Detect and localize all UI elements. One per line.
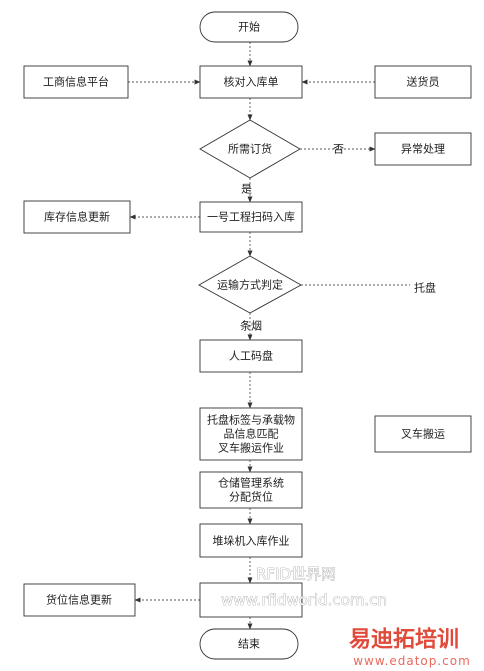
watermark-line1: RFID世界网	[256, 565, 336, 583]
check-label: 核对入库单	[224, 75, 279, 89]
location-box	[23, 583, 136, 617]
courier-label: 送货员	[407, 75, 440, 89]
check-box	[199, 65, 303, 99]
decision2-label: 运输方式判定	[217, 278, 283, 292]
forklift-label: 叉车搬运	[401, 427, 445, 441]
wms-box	[199, 471, 303, 509]
cigarette-option-label: 条烟	[240, 319, 262, 333]
watermark-line2: www.rfidworld.com.cn	[221, 591, 387, 609]
pallet-label-line3: 叉车搬运作业	[218, 441, 284, 455]
watermark-brand: 易迪拓培训	[349, 627, 459, 653]
start-terminal	[199, 11, 299, 43]
inventory-label: 库存信息更新	[44, 210, 110, 224]
bottom-box	[199, 582, 303, 618]
manual-box	[199, 339, 303, 373]
scan-box	[199, 201, 303, 233]
decision1-diamond	[199, 119, 301, 179]
manual-label: 人工码盘	[229, 349, 273, 363]
pallet-label-line1: 托盘标签与承载物	[207, 413, 295, 427]
decision2-diamond	[198, 255, 302, 314]
end-terminal	[199, 628, 299, 660]
location-label: 货位信息更新	[46, 593, 112, 607]
pallet-box	[199, 407, 303, 461]
pallet-option-label: 托盘	[414, 281, 436, 295]
platform-box	[23, 65, 129, 99]
scan-label: 一号工程扫码入库	[207, 211, 295, 224]
watermark-url: www.edatop.com	[353, 654, 471, 668]
stacker-label: 堆垛机入库作业	[213, 534, 290, 548]
exception-label: 异常处理	[401, 143, 445, 156]
exception-box	[374, 132, 472, 166]
yes-label: 是	[241, 183, 252, 196]
wms-label-line2: 分配货位	[229, 490, 273, 504]
stacker-box	[199, 523, 303, 558]
forklift-box	[374, 415, 472, 453]
inventory-box	[23, 200, 131, 234]
wms-label-line1: 仓储管理系统	[218, 476, 284, 490]
no-label: 否	[333, 143, 344, 156]
pallet-label-line2: 品信息匹配	[224, 427, 279, 441]
platform-label: 工商信息平台	[43, 75, 109, 89]
courier-box	[374, 65, 472, 99]
start-label: 开始	[238, 20, 260, 34]
decision1-label: 所需订货	[228, 142, 272, 156]
end-label: 结束	[238, 638, 260, 651]
